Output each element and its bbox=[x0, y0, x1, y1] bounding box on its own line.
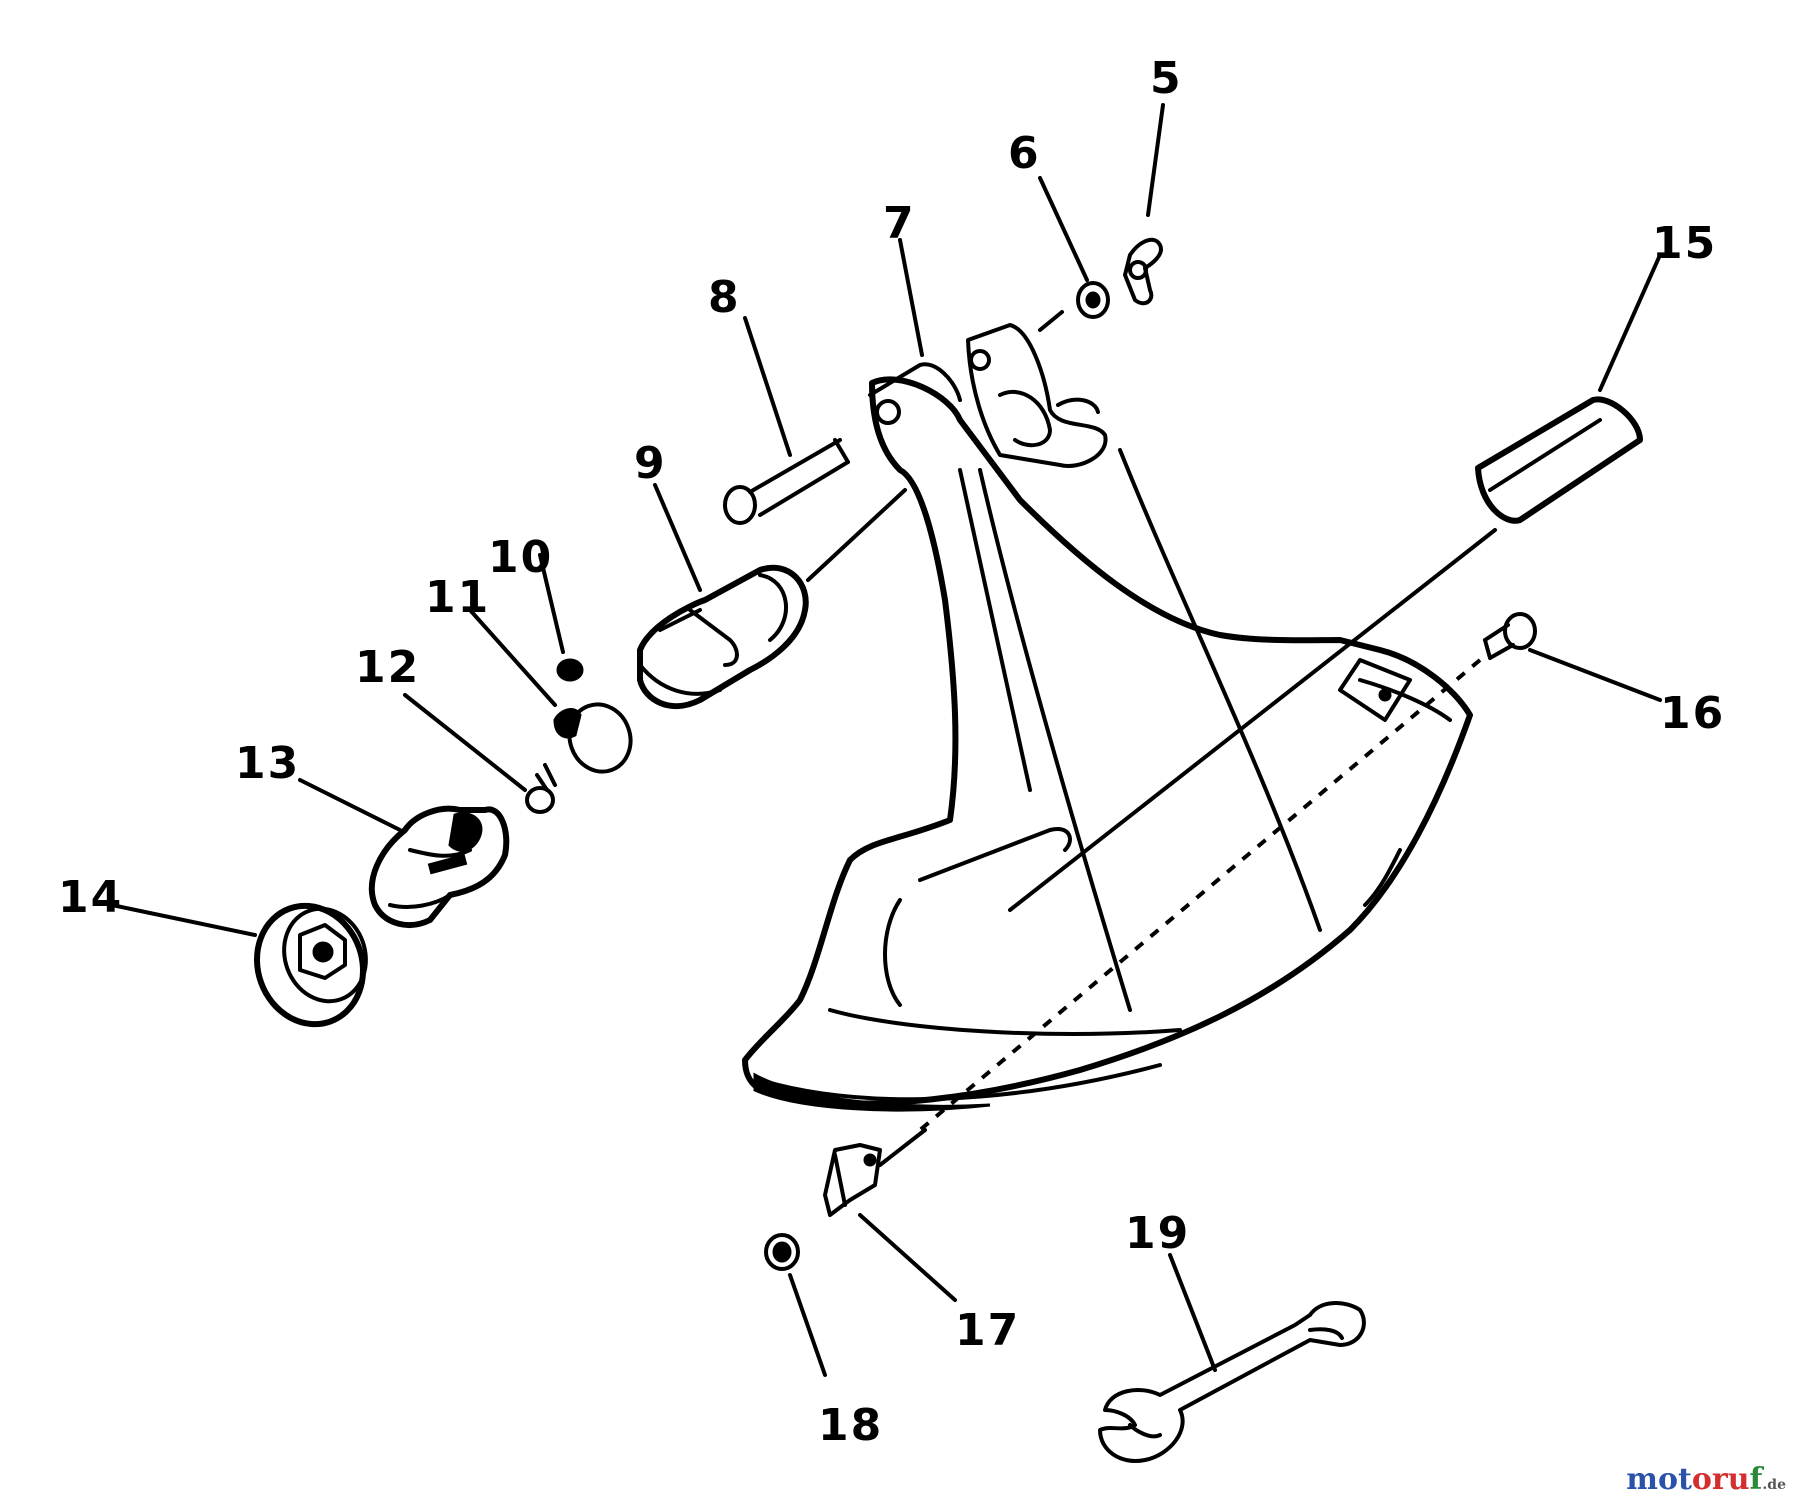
callout-10: 10 bbox=[488, 532, 553, 583]
nut-part-10 bbox=[556, 658, 584, 682]
hose-clamp-part-11 bbox=[553, 702, 633, 774]
label-plate-part-15 bbox=[1475, 396, 1643, 524]
bolt-part-16 bbox=[1483, 612, 1537, 660]
callout-12: 12 bbox=[355, 642, 420, 693]
screw-part-12 bbox=[525, 763, 557, 814]
wrench-part-19 bbox=[1098, 1301, 1366, 1463]
callout-5: 5 bbox=[1150, 53, 1183, 104]
nut-part-18 bbox=[764, 1233, 800, 1271]
callout-numbers: 5 6 7 8 9 10 11 12 13 14 15 16 17 18 19 bbox=[58, 53, 1725, 1451]
motoruf-watermark: motoruf.de bbox=[1626, 1462, 1786, 1497]
callout-13: 13 bbox=[235, 738, 300, 789]
callout-6: 6 bbox=[1008, 128, 1041, 179]
callout-19: 19 bbox=[1125, 1208, 1190, 1259]
washer-part-6 bbox=[1076, 281, 1110, 319]
deflector-shield bbox=[742, 323, 1473, 1112]
spool-housing-part-13 bbox=[368, 805, 510, 928]
callout-16: 16 bbox=[1660, 688, 1725, 739]
bolt-part-8 bbox=[723, 438, 850, 525]
callout-8: 8 bbox=[708, 272, 741, 323]
callout-14: 14 bbox=[58, 872, 123, 923]
watermark-part-a: mot bbox=[1626, 1462, 1692, 1497]
wing-nut-part-5 bbox=[1123, 237, 1163, 306]
clamp-bracket-part-9 bbox=[637, 564, 809, 710]
callout-9: 9 bbox=[634, 438, 667, 489]
callout-17: 17 bbox=[955, 1305, 1020, 1356]
callout-11: 11 bbox=[425, 572, 490, 623]
watermark-part-b: oru bbox=[1691, 1462, 1750, 1497]
leader-lines bbox=[110, 103, 1662, 1377]
callout-15: 15 bbox=[1652, 218, 1717, 269]
watermark-tld: .de bbox=[1762, 1477, 1786, 1493]
callout-7: 7 bbox=[883, 198, 916, 249]
watermark-part-c: f bbox=[1749, 1462, 1763, 1497]
callout-18: 18 bbox=[818, 1400, 883, 1451]
assembly-dashed-line bbox=[918, 658, 1482, 1132]
bracket-part-17 bbox=[823, 1143, 882, 1217]
spool-cap-part-14 bbox=[254, 902, 368, 1028]
